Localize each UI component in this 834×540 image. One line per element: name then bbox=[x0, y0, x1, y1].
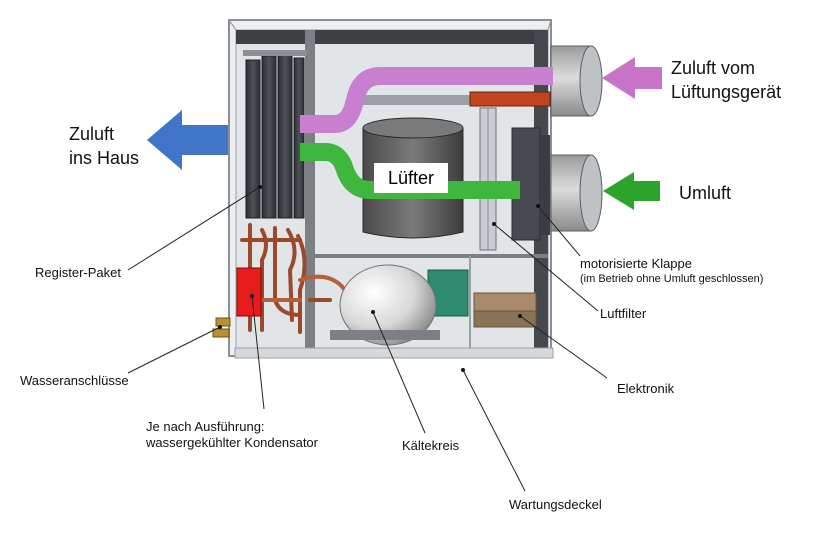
label-refrigerant-circuit: Kältekreis bbox=[402, 438, 460, 453]
label-supply-out-line2: ins Haus bbox=[69, 148, 140, 168]
supply-air-in-arrow bbox=[602, 57, 662, 99]
label-condenser-line1: Je nach Ausführung: bbox=[146, 419, 265, 434]
leader-refrigerant bbox=[372, 311, 426, 434]
dot-condenser bbox=[250, 294, 254, 298]
damper-actuator bbox=[469, 91, 551, 107]
label-service-cover: Wartungsdeckel bbox=[509, 497, 602, 512]
leader-water bbox=[127, 326, 221, 374]
dot-water bbox=[218, 325, 222, 329]
leader-filter bbox=[493, 223, 599, 312]
leader-damper bbox=[537, 205, 581, 257]
label-condenser-line2: wassergekühlter Kondensator bbox=[146, 435, 318, 450]
water-connections bbox=[212, 317, 231, 338]
supply-port bbox=[550, 45, 603, 117]
water-cooled-condenser bbox=[236, 267, 262, 317]
dot-filter bbox=[492, 222, 496, 226]
leader-service-cover bbox=[462, 369, 526, 492]
leader-electronics bbox=[519, 315, 608, 379]
dot-register bbox=[258, 185, 262, 189]
leader-condenser bbox=[251, 295, 265, 410]
electronics-box bbox=[473, 292, 537, 328]
label-supply-in-line1: Zuluft vom bbox=[671, 58, 756, 78]
label-supply-in-line2: Lüftungsgerät bbox=[671, 82, 782, 102]
leader-register bbox=[127, 186, 261, 271]
dot-service-cover bbox=[461, 368, 465, 372]
recirculation-in-arrow bbox=[603, 172, 660, 210]
dot-damper bbox=[536, 204, 540, 208]
label-supply-out-line1: Zuluft bbox=[69, 124, 115, 144]
label-air-filter: Luftfilter bbox=[600, 306, 647, 321]
service-cover bbox=[234, 347, 554, 359]
recirculation-air-duct bbox=[300, 143, 520, 199]
dot-electronics bbox=[518, 314, 522, 318]
air-filter bbox=[479, 107, 497, 251]
recirculation-port bbox=[550, 154, 603, 232]
label-recirculation: Umluft bbox=[679, 183, 732, 203]
label-damper-line2: (im Betrieb ohne Umluft geschlossen) bbox=[580, 273, 764, 285]
supply-air-out-arrow bbox=[147, 110, 228, 170]
supply-air-duct bbox=[300, 67, 553, 133]
label-fan: Lüfter bbox=[374, 163, 448, 193]
label-damper-line1: motorisierte Klappe bbox=[580, 256, 692, 271]
label-register-package: Register-Paket bbox=[35, 265, 121, 280]
label-electronics: Elektronik bbox=[617, 381, 675, 396]
compressor bbox=[330, 264, 469, 346]
label-water-connections: Wasseranschlüsse bbox=[20, 373, 129, 388]
register-package bbox=[243, 50, 307, 219]
dot-refrigerant bbox=[371, 310, 375, 314]
